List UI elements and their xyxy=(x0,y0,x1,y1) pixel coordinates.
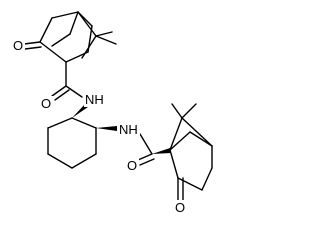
lower-bond-c6-c1 xyxy=(169,131,191,151)
upper-bond-c1-c2 xyxy=(39,41,67,63)
ring-bond-1 xyxy=(71,117,97,129)
lower-bond-c3-c4 xyxy=(201,167,213,191)
upper-camphor-cage xyxy=(23,11,117,87)
atom-label-o-bottom-amide: O xyxy=(127,158,137,173)
chemical-structure: O NH O NH O O xyxy=(12,11,213,215)
lower-bond-methyl-b xyxy=(181,103,197,119)
upper-amide-co-2 xyxy=(54,89,70,101)
lower-bond-methyl-a xyxy=(171,103,183,119)
upper-amide-co-1 xyxy=(51,85,67,97)
upper-bond-ketone-1 xyxy=(23,41,41,45)
lower-bond-c1-c7 xyxy=(169,117,183,151)
atom-label-nh-top: NH xyxy=(85,92,104,107)
atom-label-o-top-ketone: O xyxy=(13,38,23,53)
lower-bond-c5-c6 xyxy=(189,131,213,147)
upper-amide-c-n xyxy=(65,85,83,98)
lower-bond-c2-c3 xyxy=(177,177,203,191)
upper-bond-methyl-b xyxy=(95,31,113,37)
upper-bond-c2-c3 xyxy=(39,17,53,43)
cyclohexane-ring xyxy=(47,104,117,169)
atom-label-o-top-amide: O xyxy=(41,96,51,111)
lower-amide-co-2 xyxy=(139,158,155,166)
lower-amide-co-1 xyxy=(137,153,153,161)
upper-bond-c4-c7 xyxy=(77,11,97,37)
atom-label-o-bottom-ketone: O xyxy=(175,200,185,215)
upper-bond-ketone-2 xyxy=(24,46,42,50)
upper-amide xyxy=(51,85,83,101)
upper-bond-c7-c1 xyxy=(81,35,97,59)
lower-amide-n-c xyxy=(139,133,153,155)
lower-bond-c7-c4 xyxy=(181,117,213,147)
ring-bond-3 xyxy=(71,153,97,169)
upper-nh-stereo-wedge xyxy=(72,104,88,118)
lower-amide-c1-wedge xyxy=(152,148,171,154)
lower-amide xyxy=(137,133,171,166)
ring-bond-6 xyxy=(47,117,73,129)
lower-bond-c1-c2 xyxy=(169,149,179,179)
upper-bond-back-c2 xyxy=(51,33,71,47)
upper-bond-c3-c4 xyxy=(51,11,79,19)
ring-bond-4 xyxy=(47,153,73,169)
atom-labels: O NH O NH O O xyxy=(12,38,187,215)
lower-camphor-cage xyxy=(169,103,213,201)
upper-bond-methyl-a xyxy=(95,35,117,45)
upper-bond-c4-back xyxy=(69,11,79,35)
atom-label-nh-bottom: NH xyxy=(119,122,138,137)
lower-nh-stereo-wedge xyxy=(96,126,117,131)
